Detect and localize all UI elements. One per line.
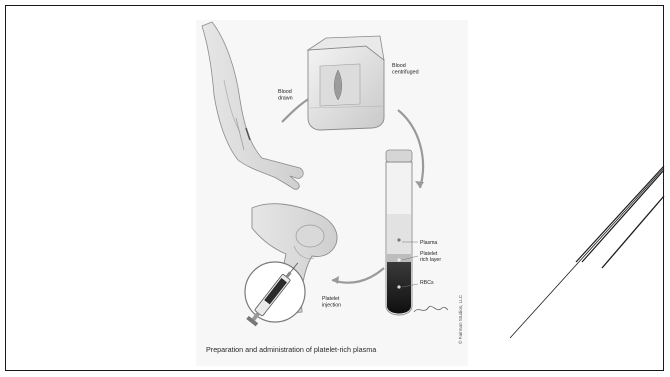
figure-caption: Preparation and administration of platel…	[206, 345, 376, 354]
decorative-accent-lines	[510, 166, 664, 338]
label-blood-drawn-1: Blood	[278, 89, 292, 95]
label-blood-drawn-2: drawn	[278, 96, 293, 102]
label-plasma: Plasma	[420, 240, 437, 246]
image-credit: © Fairman Studios, LLC	[457, 294, 463, 344]
test-tube-drawing	[386, 150, 412, 315]
label-blood-centrifuged-1: Blood	[392, 63, 406, 69]
label-platelet-injection-2: injection	[322, 303, 341, 309]
label-platelet-rich-layer-2: rich layer	[420, 257, 441, 263]
label-rbcs: RBCs	[420, 280, 434, 286]
label-blood-centrifuged-2: centrifuged	[392, 70, 419, 76]
centrifuge-drawing	[308, 36, 384, 130]
label-platelet-injection-1: Platelet	[322, 296, 340, 302]
